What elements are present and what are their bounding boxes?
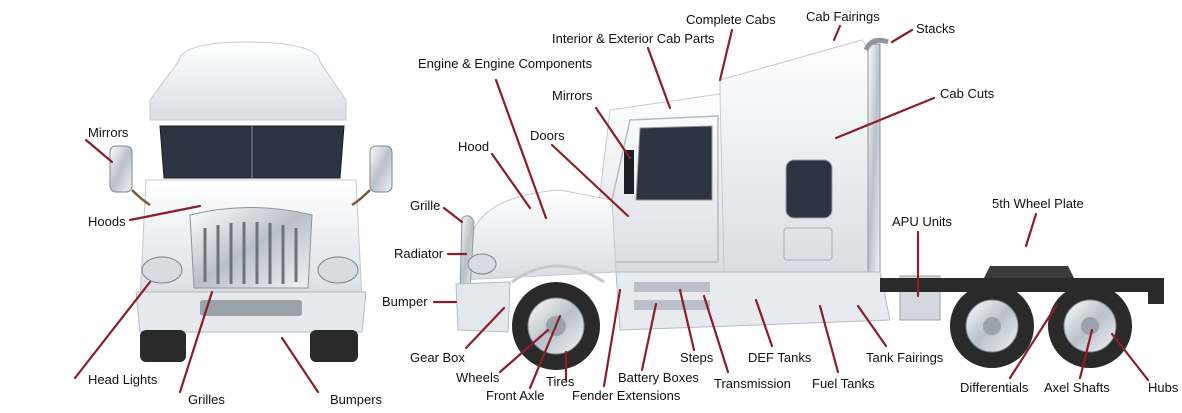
side-exhaust-stack <box>867 43 881 277</box>
label-differentials: Differentials <box>960 380 1029 395</box>
leader-mirrors-side <box>594 106 632 160</box>
label-axel-shafts: Axel Shafts <box>1044 380 1110 395</box>
side-window <box>635 125 713 201</box>
side-bumper <box>455 281 511 333</box>
leader-gear-box <box>464 306 506 350</box>
leader-transmission <box>702 294 730 374</box>
label-wheels: Wheels <box>456 370 500 385</box>
label-mirrors-front: Mirrors <box>88 125 129 140</box>
front-mirror-left <box>109 145 133 193</box>
label-bumpers: Bumpers <box>330 392 383 407</box>
label-steps: Steps <box>680 350 714 365</box>
label-tank-fairings: Tank Fairings <box>866 350 944 365</box>
leader-grilles <box>178 290 214 394</box>
leader-battery-boxes <box>640 302 658 372</box>
label-def-tanks: DEF Tanks <box>748 350 812 365</box>
leader-cab-fairings <box>832 24 842 42</box>
label-interior-exterior: Interior & Exterior Cab Parts <box>552 31 715 46</box>
leader-complete-cabs <box>718 28 734 82</box>
leader-front-axle <box>528 314 562 390</box>
part-labels: Mirrors Hoods Head Lights Grilles Bumper… <box>88 9 1179 407</box>
label-front-axle: Front Axle <box>486 388 545 403</box>
leader-cab-cuts <box>834 96 936 140</box>
side-sleeper-window <box>785 159 833 219</box>
side-door <box>611 115 719 263</box>
front-headlight-left <box>141 256 183 284</box>
leader-stacks <box>890 28 914 44</box>
label-apu-units: APU Units <box>892 214 952 229</box>
label-fuel-tanks: Fuel Tanks <box>812 376 875 391</box>
leader-head-lights <box>73 280 152 380</box>
front-view-truck <box>109 41 393 362</box>
leader-steps <box>678 288 696 352</box>
label-bumper: Bumper <box>382 294 428 309</box>
label-fifth-wheel: 5th Wheel Plate <box>992 196 1084 211</box>
leader-mirrors-front <box>84 138 114 164</box>
leader-lines <box>73 24 1150 394</box>
label-grilles: Grilles <box>188 392 225 407</box>
leader-interior-exterior <box>646 46 672 110</box>
side-frame-rail <box>880 278 1164 292</box>
side-mirror <box>624 150 634 194</box>
leader-axel-shafts <box>1078 328 1094 380</box>
label-stacks: Stacks <box>916 21 956 36</box>
label-cab-fairings: Cab Fairings <box>806 9 880 24</box>
leader-wheels <box>498 328 550 374</box>
leader-hoods <box>128 204 202 222</box>
label-battery-boxes: Battery Boxes <box>618 370 699 385</box>
front-mirror-right <box>369 145 393 193</box>
label-gear-box: Gear Box <box>410 350 465 365</box>
leader-hood <box>490 152 532 210</box>
leader-hubs <box>1110 332 1150 382</box>
front-tire-left <box>140 330 186 362</box>
leader-fuel-tanks <box>818 304 840 374</box>
side-fifth-wheel <box>984 266 1074 278</box>
side-sleeper-cab <box>719 39 869 273</box>
side-view-truck <box>455 37 1164 370</box>
label-transmission: Transmission <box>714 376 791 391</box>
front-headlight-right <box>317 256 359 284</box>
leader-bumpers <box>280 336 320 394</box>
leader-tank-fairings <box>856 304 888 348</box>
leader-fender-extensions <box>602 288 622 388</box>
leader-grille <box>442 206 464 224</box>
label-hubs: Hubs <box>1148 380 1179 395</box>
side-hood <box>459 189 617 281</box>
label-fender-extensions: Fender Extensions <box>572 388 681 403</box>
label-doors: Doors <box>530 128 565 143</box>
leader-doors <box>550 143 630 218</box>
label-radiator: Radiator <box>394 246 444 261</box>
label-hoods: Hoods <box>88 214 126 229</box>
label-grille: Grille <box>410 198 440 213</box>
label-hood: Hood <box>458 139 489 154</box>
label-mirrors-side: Mirrors <box>552 88 593 103</box>
label-engine: Engine & Engine Components <box>418 56 593 71</box>
leader-engine <box>494 78 548 220</box>
leader-fifth-wheel <box>1024 212 1038 248</box>
label-tires: Tires <box>546 374 575 389</box>
front-grille <box>189 207 313 289</box>
label-cab-cuts: Cab Cuts <box>940 86 995 101</box>
label-head-lights: Head Lights <box>88 372 158 387</box>
label-complete-cabs: Complete Cabs <box>686 12 776 27</box>
front-tire-right <box>310 330 358 362</box>
leader-differentials <box>1008 304 1058 380</box>
front-roof-fairing <box>149 41 347 121</box>
leader-def-tanks <box>754 298 774 348</box>
